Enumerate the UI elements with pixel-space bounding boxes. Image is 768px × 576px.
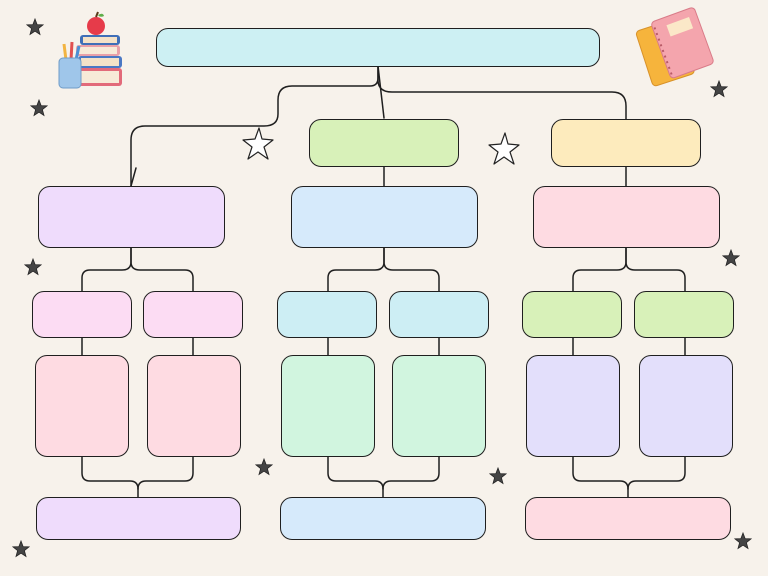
branch-2-sub-2 [389,291,489,338]
star-icon [26,18,44,36]
branch-1-detail-1 [35,355,129,457]
branch-1-sub-2 [143,291,243,338]
star-icon [12,540,30,558]
star-icon [489,467,507,485]
branch-3-main [533,186,720,248]
branch-3-sub-2 [634,291,734,338]
branch-1-main [38,186,225,248]
branch-2-sub-1 [277,291,377,338]
title-box [156,28,600,67]
branch-2-detail-1 [281,355,375,457]
star-icon [722,249,740,267]
branch-2-main [291,186,478,248]
star-icon [710,80,728,98]
books-and-pencils-icon [58,11,122,89]
star-icon [242,127,274,160]
branch-1-detail-2 [147,355,241,457]
branch-3-detail-2 [639,355,733,457]
branch-3-detail-1 [526,355,620,457]
branch-2-header [309,119,459,167]
star-icon [24,258,42,276]
star-icon [255,458,273,476]
branch-2-detail-2 [392,355,486,457]
branch-3-header [551,119,701,167]
branch-1-summary [36,497,241,540]
star-icon [488,132,520,165]
branch-1-sub-1 [32,291,132,338]
branch-3-sub-1 [522,291,622,338]
branch-3-summary [525,497,731,540]
notebooks-icon [635,7,714,87]
branch-2-summary [280,497,486,540]
star-icon [30,99,48,117]
star-icon [734,532,752,550]
